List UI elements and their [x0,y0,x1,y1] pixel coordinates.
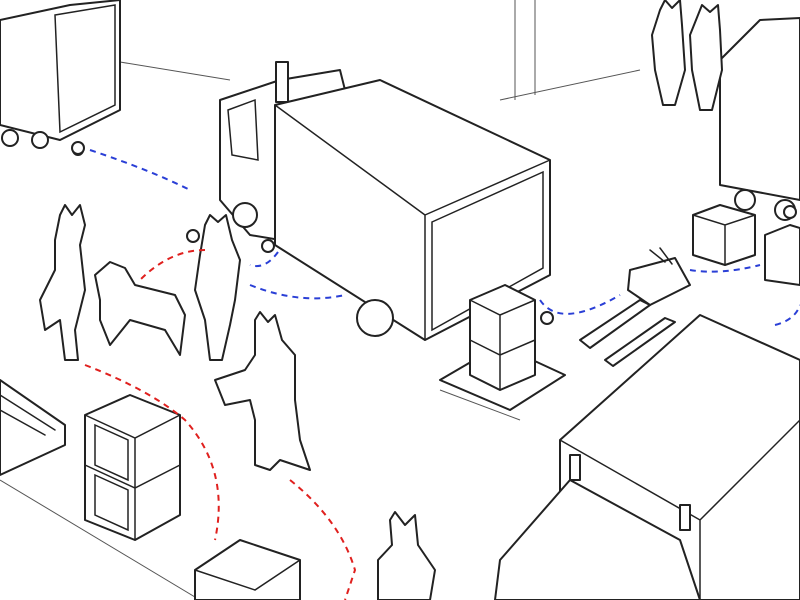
fox-figures [39,0,797,600]
fox-figure-lying [94,261,186,356]
blue-path [249,284,346,300]
floor-lines [0,0,641,600]
red-paths [84,249,357,600]
robot-drones [71,141,797,325]
blue-path [89,149,191,191]
crate-stack-left [84,394,181,541]
truck-center [219,61,551,341]
blue-paths [89,149,800,326]
fox-figure-far [651,0,686,106]
ramp-left [0,379,66,476]
blue-path [774,304,800,326]
fox-figure-bottom [377,511,436,600]
blue-path [249,251,279,268]
crates-right [692,204,800,286]
crate-stack-center [439,284,566,411]
crate-bottom [194,539,301,600]
fox-figure [39,204,86,361]
trailer-top-left [0,0,121,156]
fox-figure-armed [214,311,311,471]
truck-bottom-right [494,314,800,600]
blue-path [689,264,761,273]
blue-path [539,294,621,315]
fox-figure [194,214,241,361]
red-path [139,249,206,281]
pallet-jack [579,247,691,367]
red-path [289,479,357,600]
trailer-top-right [719,17,800,221]
red-path [84,364,220,541]
fox-figure-far [689,4,723,111]
